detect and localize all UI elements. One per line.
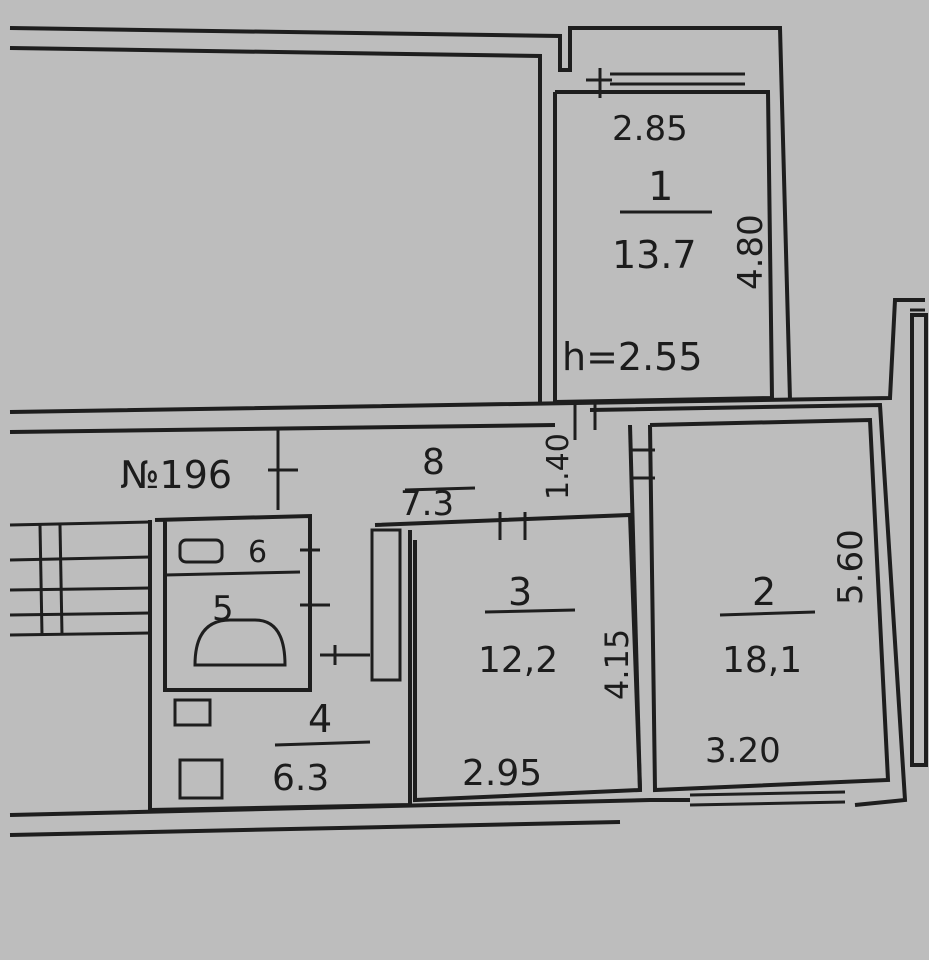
- room-2-window-inner: [689, 800, 846, 807]
- room-6-number: 6: [248, 535, 267, 570]
- walls: [9, 26, 928, 837]
- room-2-number: 2: [752, 570, 776, 614]
- upper-inner-wall: [9, 46, 542, 405]
- door-ticks: [268, 68, 655, 665]
- room-1-number: 1: [648, 164, 673, 210]
- room-1-length-label: 4.80: [731, 214, 771, 290]
- fixtures: [173, 538, 287, 800]
- room-2-window: [689, 790, 846, 797]
- staircase: [9, 520, 151, 637]
- right-column: [910, 313, 928, 767]
- room-2-3-partition: [628, 424, 642, 791]
- corridor-top-wall: [9, 298, 925, 414]
- sink-icon: [173, 698, 212, 727]
- upper-outer-wall: [9, 26, 792, 401]
- room-2-walls: [648, 417, 891, 793]
- room-3-area: 12,2: [478, 640, 558, 681]
- stove-icon: [178, 758, 224, 800]
- ventilation-shaft: [370, 528, 402, 682]
- room-8-number: 8: [422, 442, 445, 483]
- room-1-width-label: 2.85: [612, 109, 688, 149]
- room-2-area: 18,1: [722, 640, 802, 681]
- area-fraction-lines: [274, 210, 816, 747]
- room-8-area: 7.3: [400, 484, 454, 524]
- room-1-area: 13.7: [612, 233, 697, 277]
- room-2-outer: [589, 402, 908, 807]
- bath-wc-partition: [164, 570, 301, 577]
- room-4-number: 4: [308, 697, 332, 741]
- room-2-width-label: 3.20: [705, 731, 781, 771]
- room-2-length-label: 5.60: [831, 529, 871, 605]
- plan-number-label: №196: [120, 453, 232, 497]
- room-4-area: 6.3: [272, 758, 329, 799]
- bottom-outer-wall: [9, 798, 690, 817]
- room-5-number: 5: [212, 589, 234, 629]
- ceiling-height-label: h=2.55: [562, 335, 703, 379]
- room-3-number: 3: [508, 570, 532, 614]
- bottom-outer-wall-inner: [9, 820, 621, 837]
- corridor-inner-wall: [9, 423, 556, 434]
- room-3-length-label: 4.15: [598, 629, 636, 700]
- room-3-width-label: 2.95: [462, 753, 542, 794]
- corridor-width-label: 1.40: [541, 433, 576, 500]
- toilet-icon: [178, 538, 224, 564]
- bathtub-icon: [193, 618, 287, 667]
- bathroom-block: [154, 513, 312, 692]
